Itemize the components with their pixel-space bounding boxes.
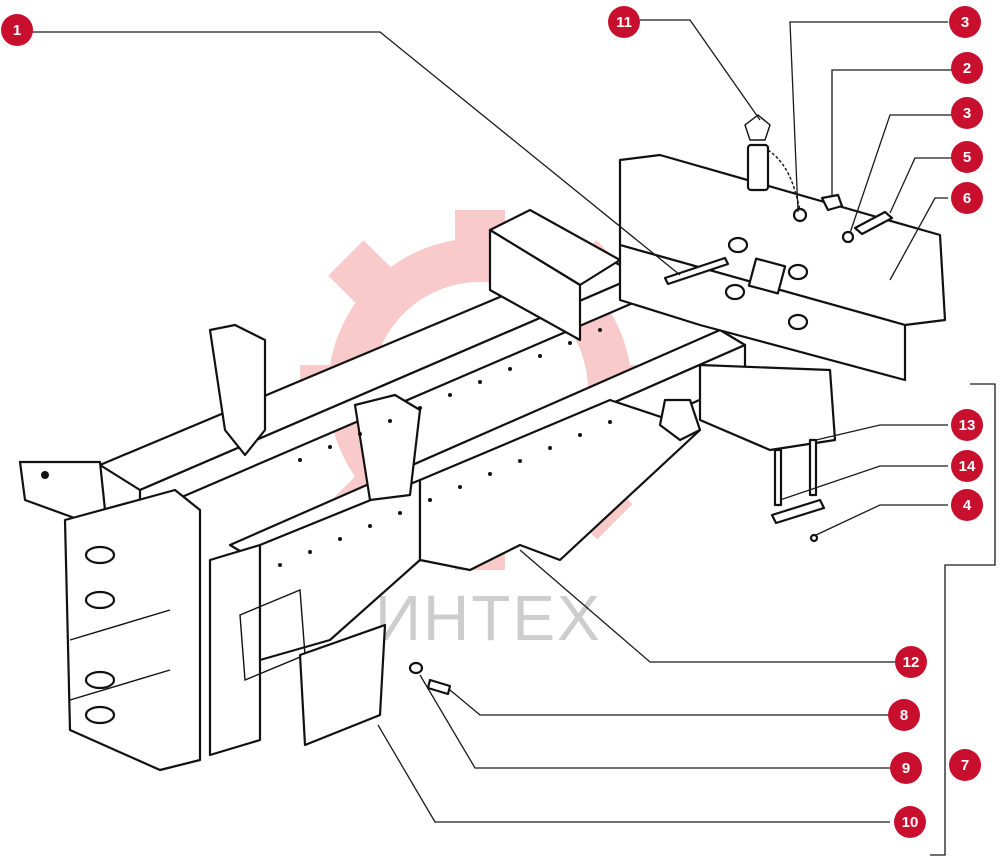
callout-number: 6 xyxy=(963,190,971,207)
callout-9: 9 xyxy=(890,752,922,784)
callout-number: 9 xyxy=(902,760,910,777)
counterweight-bar xyxy=(618,153,947,382)
main-frame xyxy=(18,208,747,772)
watermark-text: ИНТЕХ xyxy=(375,582,602,654)
callouts: 1 11 3 2 3 5 6 13 14 4 12 8 9 10 7 xyxy=(1,6,983,838)
callout-6: 6 xyxy=(951,182,983,214)
callout-number: 14 xyxy=(959,458,976,475)
callout-3-top: 3 xyxy=(949,6,981,38)
callout-1: 1 xyxy=(1,14,33,46)
callout-number: 1 xyxy=(13,22,21,39)
callout-7: 7 xyxy=(949,749,981,781)
callout-13: 13 xyxy=(951,409,983,441)
callout-number: 10 xyxy=(902,814,919,831)
callout-number: 7 xyxy=(961,757,969,774)
callout-number: 12 xyxy=(903,654,920,671)
callout-11: 11 xyxy=(608,6,640,38)
callout-number: 11 xyxy=(616,14,632,31)
callout-4: 4 xyxy=(951,489,983,521)
fasteners xyxy=(663,193,894,286)
leader-lines xyxy=(32,19,996,856)
callout-number: 4 xyxy=(963,497,972,514)
callout-10: 10 xyxy=(894,806,926,838)
rear-support-block xyxy=(698,363,837,452)
callout-12: 12 xyxy=(895,646,927,678)
callout-number: 13 xyxy=(959,417,976,434)
callout-14: 14 xyxy=(951,450,983,482)
callout-5: 5 xyxy=(951,141,983,173)
lower-bolts xyxy=(770,438,826,543)
callout-number: 8 xyxy=(900,707,908,724)
callout-number: 2 xyxy=(963,60,971,77)
callout-3-mid: 3 xyxy=(951,97,983,129)
callout-number: 3 xyxy=(963,105,971,122)
callout-2: 2 xyxy=(951,52,983,84)
callout-8: 8 xyxy=(888,699,920,731)
lock-pin xyxy=(744,114,801,211)
callout-number: 5 xyxy=(963,149,971,166)
cover-plate xyxy=(298,623,452,747)
callout-number: 3 xyxy=(961,14,969,31)
